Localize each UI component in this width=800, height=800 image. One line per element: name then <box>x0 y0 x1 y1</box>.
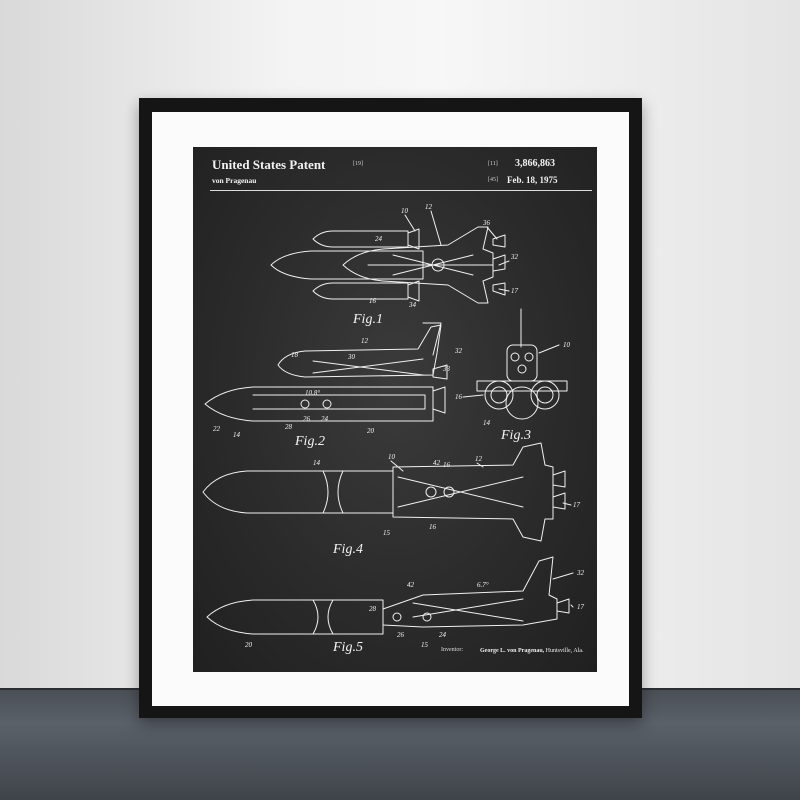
label-32-fig1: 32 <box>510 253 519 261</box>
label-42-fig5: 42 <box>407 581 415 589</box>
fig5-label: Fig.5 <box>332 640 363 655</box>
label-10-fig1: 10 <box>401 207 409 215</box>
label-16-fig4: 16 <box>443 461 451 469</box>
inventor-name: George L. von Pragenau, <box>480 648 545 654</box>
label-20-fig2: 20 <box>367 427 375 435</box>
fig4-drawing: Fig.4 14 10 42 16 12 17 15 16 <box>202 442 581 557</box>
angle-fig5: 6.7° <box>477 581 489 589</box>
label-30-fig2: 30 <box>347 353 356 361</box>
patent-date: Feb. 18, 1975 <box>507 175 558 185</box>
label-10-fig4: 10 <box>388 453 396 461</box>
label-17-fig5: 17 <box>577 603 585 611</box>
label-17-fig1: 17 <box>511 287 519 295</box>
label-28-fig2: 28 <box>285 423 293 431</box>
inventor-short: von Pragenau <box>212 176 257 185</box>
fig2-label: Fig.2 <box>294 434 325 449</box>
label-12-fig4: 12 <box>475 455 483 463</box>
label-16-fig3: 16 <box>455 393 463 401</box>
label-26-fig5: 26 <box>397 631 405 639</box>
label-32-fig2: 32 <box>454 347 463 355</box>
label-14-fig4: 14 <box>313 459 321 467</box>
label-17-fig4: 17 <box>573 501 581 509</box>
title-code: [19] <box>353 161 363 167</box>
label-26-fig2: 26 <box>303 415 311 423</box>
patent-drawing: Fig.1 12 10 36 34 32 17 16 24 Fig.2 12 1… <box>202 203 585 655</box>
label-20-fig5: 20 <box>245 641 253 649</box>
label-33-fig2: 33 <box>442 365 451 373</box>
fig3-label: Fig.3 <box>500 428 531 443</box>
fig2-drawing: Fig.2 12 18 30 32 33 22 14 28 26 24 20 1… <box>204 322 463 449</box>
label-16b-fig4: 16 <box>429 523 437 531</box>
patent-title: United States Patent <box>212 157 326 172</box>
number-code: [11] <box>488 161 498 167</box>
label-36-fig1: 36 <box>482 219 491 227</box>
fig1-drawing: Fig.1 12 10 36 34 32 17 16 24 <box>270 203 519 327</box>
label-12-fig1: 12 <box>425 203 433 211</box>
label-42-fig4: 42 <box>433 459 441 467</box>
inventor-location: Huntsville, Ala. <box>545 648 584 654</box>
angle-fig2: 10.8° <box>305 389 320 397</box>
fig3-drawing: Fig.3 10 16 14 <box>455 308 571 443</box>
label-14-fig2: 14 <box>233 431 241 439</box>
label-15-fig4: 15 <box>383 529 391 537</box>
header-rule <box>210 190 592 191</box>
label-18-fig2: 18 <box>291 351 299 359</box>
label-14-fig3: 14 <box>483 419 491 427</box>
patent-print: United States Patent [19] von Pragenau [… <box>193 147 597 672</box>
label-24-fig5: 24 <box>439 631 447 639</box>
fig5-drawing: Fig.5 42 32 17 26 24 20 28 15 6.7° <box>206 556 585 655</box>
inventor-details: George L. von Pragenau, Huntsville, Ala. <box>480 647 597 656</box>
label-34-fig1: 34 <box>408 301 417 309</box>
date-code: [45] <box>488 177 498 183</box>
label-24-fig2: 24 <box>321 415 329 423</box>
label-12-fig2: 12 <box>361 337 369 345</box>
label-15-fig5: 15 <box>421 641 429 649</box>
patent-number: 3,866,863 <box>515 158 555 169</box>
fig1-label: Fig.1 <box>352 312 383 327</box>
fig4-label: Fig.4 <box>332 542 363 557</box>
label-28-fig5: 28 <box>369 605 377 613</box>
label-32-fig5: 32 <box>576 569 585 577</box>
label-10-fig3: 10 <box>563 341 571 349</box>
inventor-label: Inventor: <box>441 647 463 653</box>
label-16-fig1: 16 <box>369 297 377 305</box>
label-22-fig2: 22 <box>213 425 221 433</box>
label-24-fig1: 24 <box>375 235 383 243</box>
